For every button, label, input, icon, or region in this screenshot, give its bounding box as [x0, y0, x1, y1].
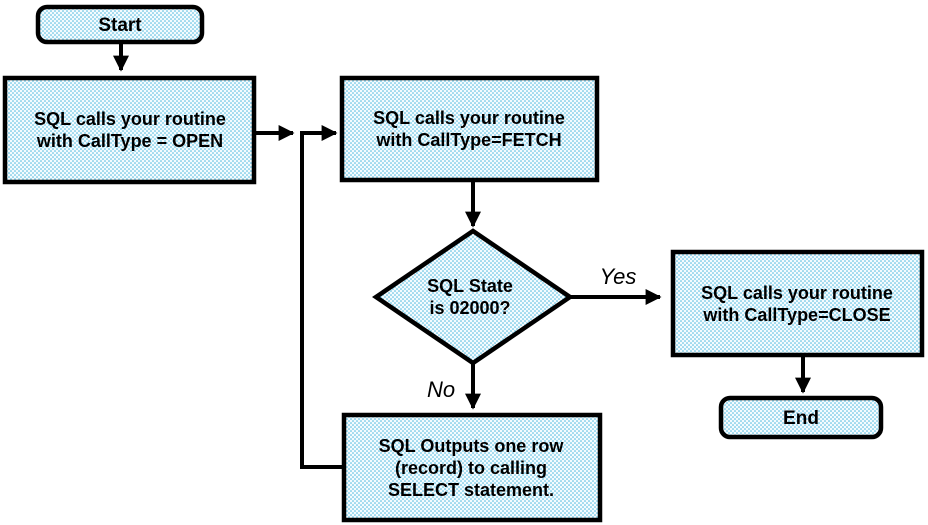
edge-label-no: No: [427, 377, 455, 402]
node-fetch: SQL calls your routine with CallType=FET…: [339, 75, 600, 183]
node-start: Start: [35, 4, 205, 45]
edge-label-yes: Yes: [600, 264, 637, 289]
edge-output-loopback: [300, 133, 344, 469]
close-label-line1: SQL calls your routine: [701, 283, 893, 303]
output-label-line1: SQL Outputs one row: [379, 436, 565, 456]
start-label: Start: [98, 15, 142, 36]
fetch-label-line2: with CallType=FETCH: [375, 130, 561, 150]
node-close: SQL calls your routine with CallType=CLO…: [670, 249, 925, 358]
open-label-line2: with CallType = OPEN: [36, 131, 223, 151]
node-output: SQL Outputs one row (record) to calling …: [341, 412, 603, 523]
open-label-line1: SQL calls your routine: [34, 109, 226, 129]
node-decision: SQL State is 02000?: [372, 228, 574, 366]
node-end: End: [718, 395, 884, 440]
fetch-label-line1: SQL calls your routine: [373, 108, 565, 128]
decision-label-line1: SQL State: [427, 276, 513, 296]
fetch-shape: [339, 75, 600, 183]
close-label-line2: with CallType=CLOSE: [702, 305, 890, 325]
node-open: SQL calls your routine with CallType = O…: [2, 75, 257, 185]
output-label-line3: SELECT statement.: [388, 480, 554, 500]
output-shape: [341, 412, 603, 523]
start-shape: [35, 4, 205, 45]
open-shape: [2, 75, 257, 185]
decision-label-line2: is 02000?: [429, 298, 510, 318]
close-shape: [670, 249, 925, 358]
decision-shape: [372, 228, 574, 366]
end-label: End: [783, 408, 819, 429]
output-label-line2: (record) to calling: [395, 458, 547, 478]
end-shape: [718, 395, 884, 440]
